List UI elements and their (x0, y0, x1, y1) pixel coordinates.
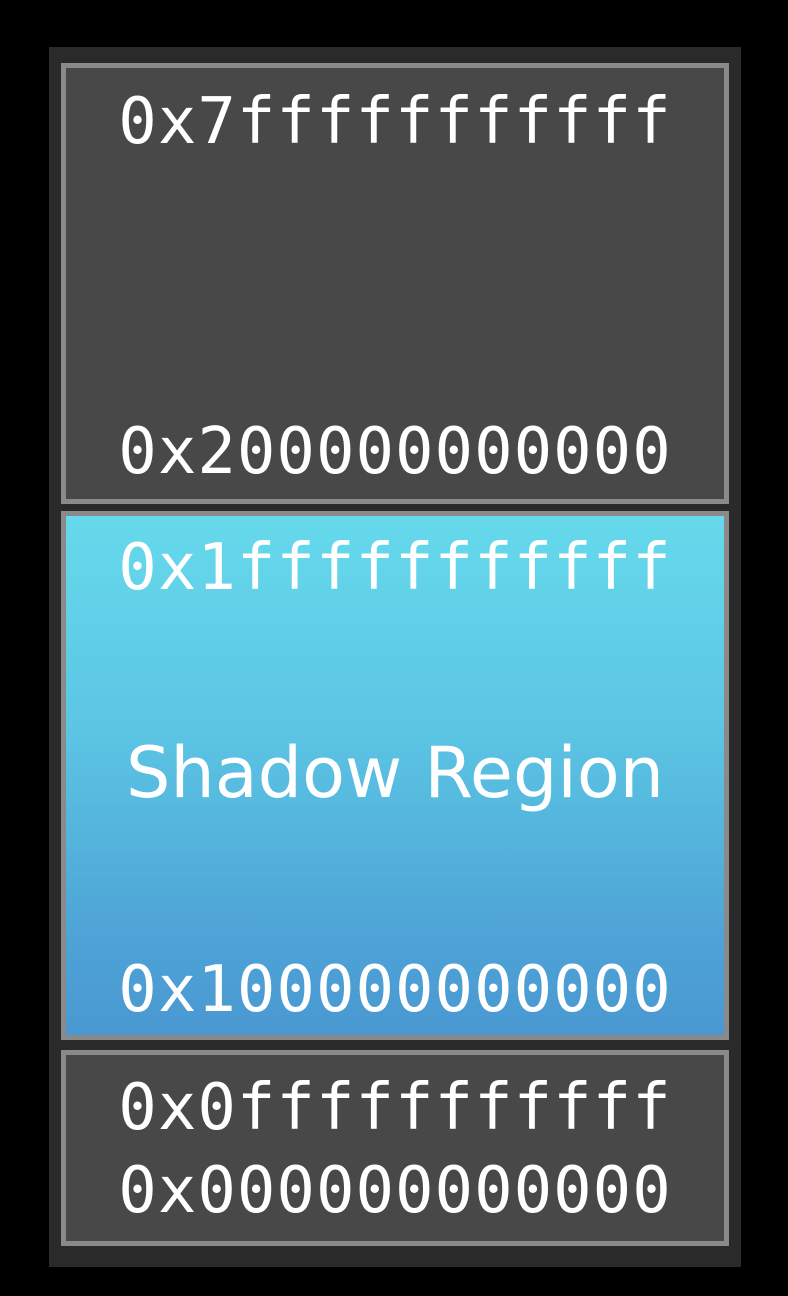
lower-region-end-address: 0x000000000000 (118, 1154, 672, 1228)
upper-memory-region: 0x7fffffffffff 0x200000000000 (61, 63, 729, 504)
upper-region-end-address: 0x200000000000 (118, 415, 672, 489)
lower-region-start-address: 0x0fffffffffff (118, 1071, 672, 1145)
lower-memory-region: 0x0fffffffffff 0x000000000000 (61, 1050, 729, 1246)
upper-region-start-address: 0x7fffffffffff (118, 85, 672, 159)
shadow-region: 0x1fffffffffff Shadow Region 0x100000000… (61, 511, 729, 1040)
shadow-region-start-address: 0x1fffffffffff (118, 531, 672, 605)
shadow-region-label: Shadow Region (125, 732, 665, 814)
shadow-region-end-address: 0x100000000000 (118, 953, 672, 1027)
